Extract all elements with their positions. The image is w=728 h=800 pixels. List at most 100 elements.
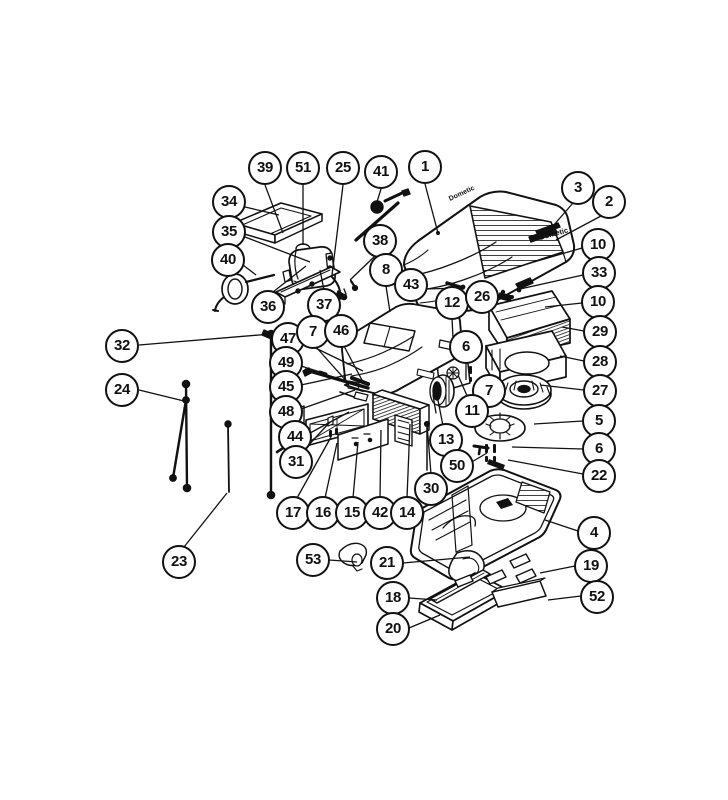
callout-leader-29 [561,326,585,332]
callout-bubble-29[interactable]: 29 [583,315,617,349]
callout-leader-14 [406,423,411,499]
callout-bubble-51[interactable]: 51 [286,151,320,185]
callout-bubble-21[interactable]: 21 [370,546,404,580]
callout-bubble-14[interactable]: 14 [390,496,424,530]
callout-leader-39 [264,184,284,234]
callout-bubble-2[interactable]: 2 [592,185,626,219]
callout-bubble-23[interactable]: 23 [162,545,196,579]
callout-leader-19 [539,565,576,574]
callout-leader-32 [138,333,272,346]
callout-leader-20 [408,614,441,629]
callout-leader-25 [331,184,344,276]
callout-leader-28 [559,355,585,362]
callout-bubble-4[interactable]: 4 [577,516,611,550]
callout-bubble-25[interactable]: 25 [326,151,360,185]
callout-leader-49 [300,365,321,373]
callout-bubble-52[interactable]: 52 [580,580,614,614]
part-13 [432,394,437,414]
callout-leader-18 [408,597,438,601]
callout-leader-48 [300,389,356,410]
callout-leader-46 [343,345,364,383]
callout-leader-23 [183,492,228,548]
callout-bubble-24[interactable]: 24 [105,373,139,407]
callout-bubble-40[interactable]: 40 [211,243,245,277]
callout-bubble-12[interactable]: 12 [435,286,469,320]
part-drain-elbow-53 [338,542,368,572]
callout-leader-22 [507,459,584,475]
part-base-pan-4 [409,468,562,581]
callout-bubble-11[interactable]: 11 [455,394,489,428]
callout-leader-27 [539,384,585,391]
callout-bubble-53[interactable]: 53 [296,543,330,577]
callout-leader-5 [533,420,584,425]
callout-bubble-20[interactable]: 20 [376,612,410,646]
callout-bubble-18[interactable]: 18 [376,581,410,615]
callout-bubble-33[interactable]: 33 [582,256,616,290]
part-control-rods [302,367,370,402]
part-screw-50 [472,444,490,456]
callout-leader-52 [547,595,582,601]
part-fan-motor-5 [474,412,526,442]
part-grommet-40 [212,273,276,312]
callout-bubble-31[interactable]: 31 [279,445,313,479]
callout-bubble-3[interactable]: 3 [561,171,595,205]
callout-bubble-19[interactable]: 19 [574,549,608,583]
callout-bubble-39[interactable]: 39 [248,151,282,185]
callout-bubble-26[interactable]: 26 [465,280,499,314]
callout-leader-41 [375,188,382,206]
callout-leader-40 [242,264,257,276]
callout-bubble-22[interactable]: 22 [582,459,616,493]
part-trim-strip-3 [535,222,561,236]
callout-leader-53 [328,559,358,563]
callout-leader-4 [544,519,579,532]
part-deflector-52 [491,577,547,608]
callout-leader-8 [385,285,391,313]
callout-bubble-17[interactable]: 17 [276,496,310,530]
part-plate-44 [337,418,389,461]
callout-leader-13 [436,394,444,427]
callout-bubble-43[interactable]: 43 [394,268,428,302]
callout-leader-16 [324,442,338,499]
callout-leader-34 [244,206,280,216]
callout-leader-3 [545,202,574,235]
callout-bubble-16[interactable]: 16 [306,496,340,530]
part-screw-43 [445,281,465,290]
callout-leader-24 [138,389,185,402]
callout-leader-10 [544,302,583,308]
callout-leader-36 [272,265,307,293]
callout-bubble-28[interactable]: 28 [583,345,617,379]
callout-bubble-36[interactable]: 36 [251,290,285,324]
part-screw-38 [349,279,359,292]
callout-leader-33 [519,274,584,290]
callout-bubble-50[interactable]: 50 [440,449,474,483]
callout-bubble-27[interactable]: 27 [583,374,617,408]
callout-leader-42 [379,429,382,499]
callout-leader-10 [526,247,583,265]
part-shroud-cover [403,190,576,312]
callout-leader-45 [300,373,353,386]
part-plate-42 [394,414,413,447]
callout-bubble-1[interactable]: 1 [408,150,442,184]
callout-bubble-41[interactable]: 41 [364,155,398,189]
callout-leader-35 [244,236,311,263]
callout-leader-30 [426,423,432,475]
callout-bubble-32[interactable]: 32 [105,329,139,363]
callout-bubble-34[interactable]: 34 [212,185,246,219]
callout-bubble-10[interactable]: 10 [581,285,615,319]
callout-leader-lines [138,183,602,629]
callout-bubble-46[interactable]: 46 [324,314,358,348]
callout-bubble-30[interactable]: 30 [414,472,448,506]
callout-bubble-6[interactable]: 6 [449,330,483,364]
callout-leader-1 [424,183,439,234]
callout-leader-21 [402,556,471,564]
callout-leader-17 [296,436,332,499]
callout-bubble-6[interactable]: 6 [582,432,616,466]
part-plate-34 [233,202,323,244]
callout-bubble-38[interactable]: 38 [363,224,397,258]
callout-leader-37 [319,269,325,291]
callout-leader-7 [315,346,350,385]
callout-leader-2 [555,215,602,241]
callout-bubble-42[interactable]: 42 [363,496,397,530]
brand-text-top: Dometic [448,185,476,203]
